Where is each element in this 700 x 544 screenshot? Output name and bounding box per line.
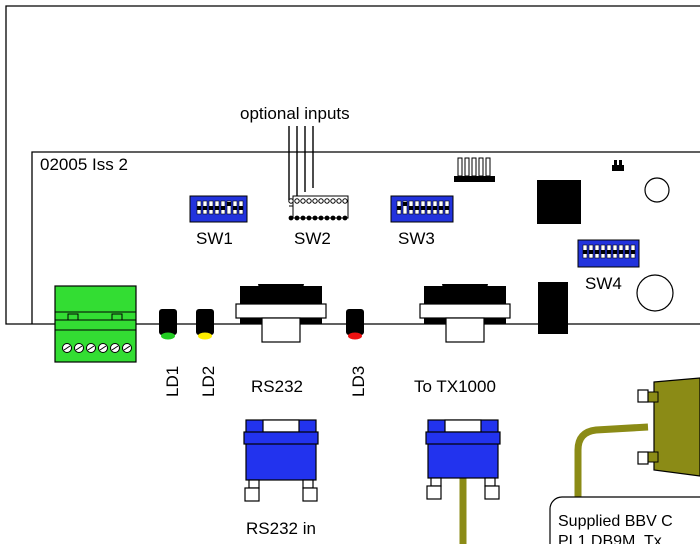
optional-inputs-wires	[288, 126, 314, 200]
sw2-header	[288, 195, 349, 221]
led-ld3	[346, 309, 364, 340]
ld2-label: LD2	[199, 366, 218, 397]
to-tx1000-label: To TX1000	[414, 377, 496, 396]
callout-line-1: Supplied BBV C	[558, 513, 673, 530]
ic-chip	[537, 180, 581, 224]
led-ld1	[159, 309, 177, 340]
pcb-outline	[31, 151, 700, 324]
bbv-cable	[574, 423, 649, 500]
callout-box	[549, 496, 700, 544]
rs232-label: RS232	[251, 377, 303, 396]
sw3-dip-switch	[390, 195, 454, 223]
ld3-label: LD3	[349, 366, 368, 397]
bbv-db9-plug	[637, 377, 700, 477]
rs232-in-label: RS232 in	[246, 519, 316, 538]
sw1-dip-switch	[189, 195, 248, 223]
pin-header	[454, 157, 495, 182]
sw4-dip-switch	[577, 239, 640, 268]
rs232-in-plug	[243, 419, 319, 502]
terminal-block	[54, 285, 137, 363]
sw3-label: SW3	[398, 229, 435, 248]
ld1-label: LD1	[163, 366, 182, 397]
sw4-label: SW4	[585, 274, 622, 293]
callout-line-2: PL1 DB9M, Tx	[558, 533, 662, 544]
sw1-label: SW1	[196, 229, 233, 248]
mounting-hole-bottom	[636, 274, 674, 312]
optional-inputs-label: optional inputs	[240, 104, 350, 123]
tx1000-plug	[425, 419, 501, 500]
sw2-label: SW2	[294, 229, 331, 248]
led-ld2	[196, 309, 214, 340]
board-id-label: 02005 Iss 2	[40, 155, 128, 174]
small-connector	[612, 160, 624, 171]
power-jack	[538, 282, 568, 334]
mounting-hole-top	[644, 177, 670, 203]
tx1000-db9-connector	[419, 284, 511, 343]
rs232-db9-connector	[235, 284, 327, 343]
